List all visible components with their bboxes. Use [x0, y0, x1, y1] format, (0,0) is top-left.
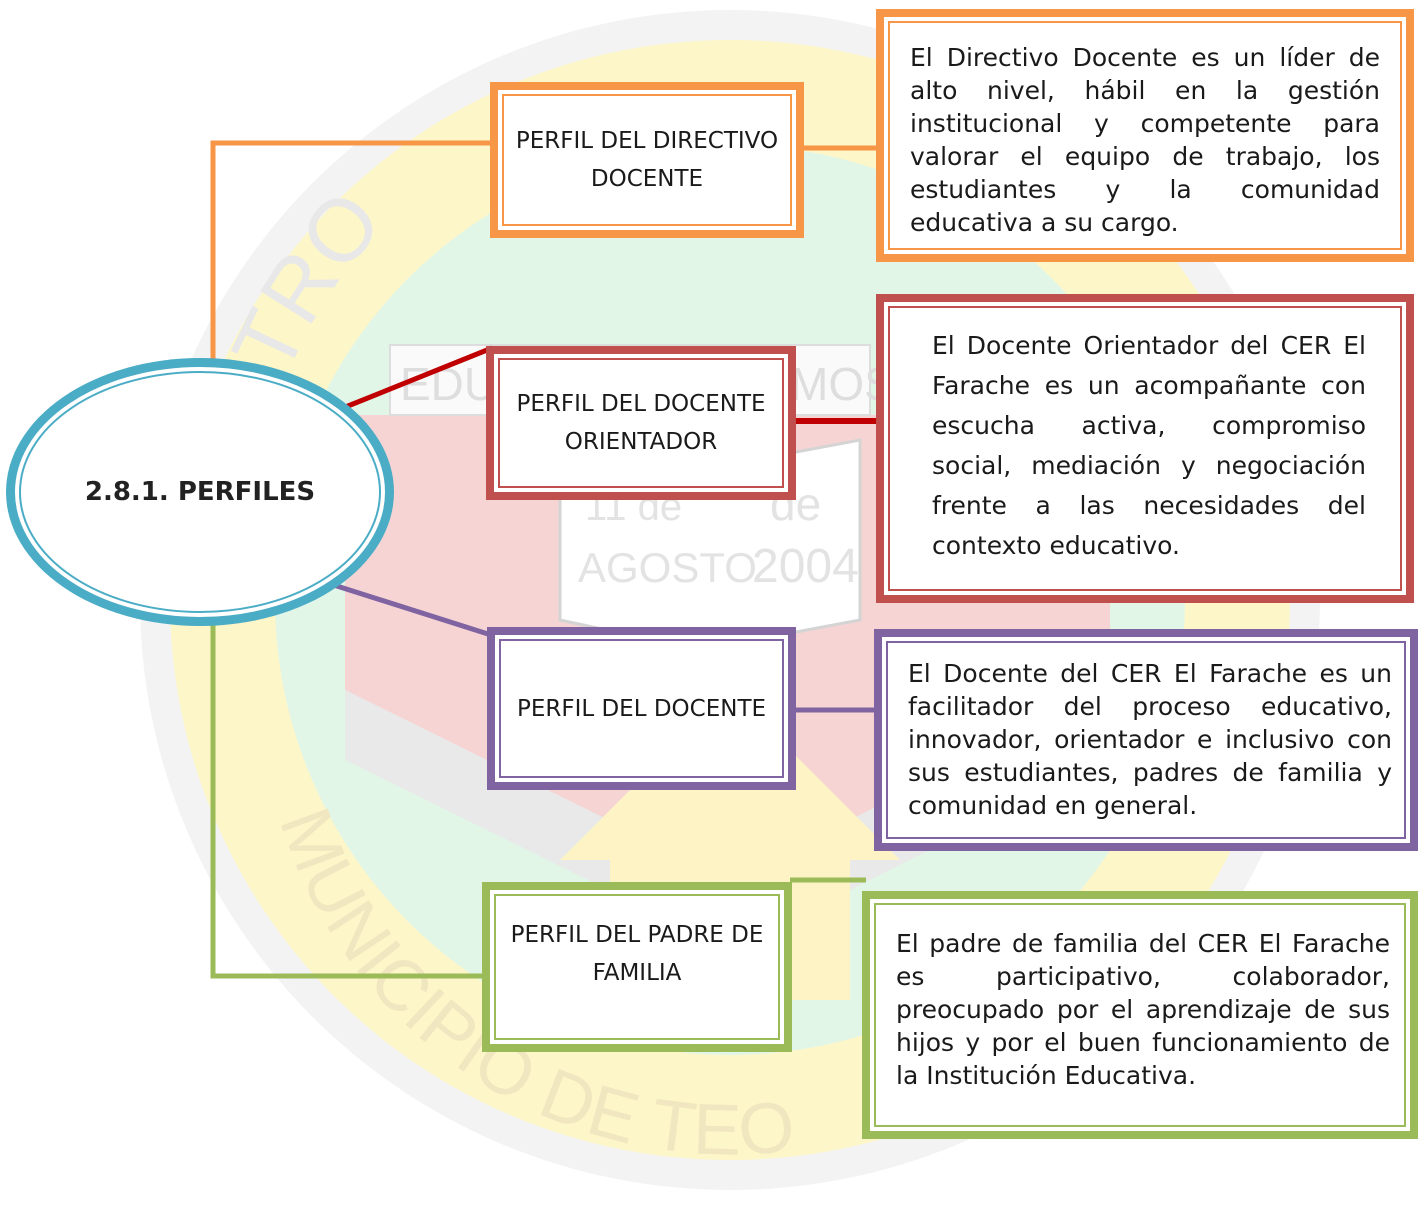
profile-box-directivo: PERFIL DEL DIRECTIVO DOCENTE	[490, 82, 804, 238]
description-box-directivo: El Directivo Docente es un líder de alto…	[876, 9, 1414, 262]
description-box-inner	[874, 903, 1406, 1127]
hub-ellipse-inner	[19, 371, 381, 613]
profile-box-inner	[499, 639, 784, 778]
profile-label-orientador: PERFIL DEL DOCENTE ORIENTADOR	[516, 391, 766, 455]
description-text-padre: El padre de familia del CER El Farache e…	[896, 929, 1390, 1090]
connector-orange-trunk	[210, 140, 495, 375]
description-box-inner	[888, 21, 1402, 250]
profile-label-docente: PERFIL DEL DOCENTE	[516, 695, 767, 722]
description-box-inner	[886, 641, 1406, 839]
profile-box-inner	[498, 358, 784, 488]
connector-red-hub	[337, 345, 493, 413]
watermark-year: 2004	[752, 540, 859, 593]
profile-box-padre: PERFIL DEL PADRE DE FAMILIA	[482, 882, 792, 1052]
description-box-orientador: El Docente Orientador del CER El Farache…	[876, 294, 1414, 603]
description-text-orientador: El Docente Orientador del CER El Farache…	[932, 331, 1366, 560]
connector-green-trunk	[210, 622, 484, 979]
profile-box-orientador: PERFIL DEL DOCENTE ORIENTADOR	[486, 346, 796, 500]
description-text-directivo: El Directivo Docente es un líder de alto…	[910, 43, 1380, 237]
connector-purple-hub	[317, 577, 489, 637]
profile-label-padre: PERFIL DEL PADRE DE FAMILIA	[510, 922, 764, 986]
profile-box-docente: PERFIL DEL DOCENTE	[487, 627, 796, 790]
hub-title: 2.8.1. PERFILES	[84, 477, 316, 507]
profile-box-inner	[502, 94, 792, 226]
description-box-docente: El Docente del CER El Farache es un faci…	[874, 629, 1418, 851]
description-box-padre: El padre de familia del CER El Farache e…	[862, 891, 1418, 1139]
profile-label-directivo: PERFIL DEL DIRECTIVO DOCENTE	[515, 128, 779, 192]
watermark-month: AGOSTO	[578, 544, 757, 591]
profile-box-inner	[494, 894, 780, 1040]
description-text-docente: El Docente del CER El Farache es un faci…	[908, 659, 1392, 820]
description-box-inner	[888, 306, 1402, 591]
